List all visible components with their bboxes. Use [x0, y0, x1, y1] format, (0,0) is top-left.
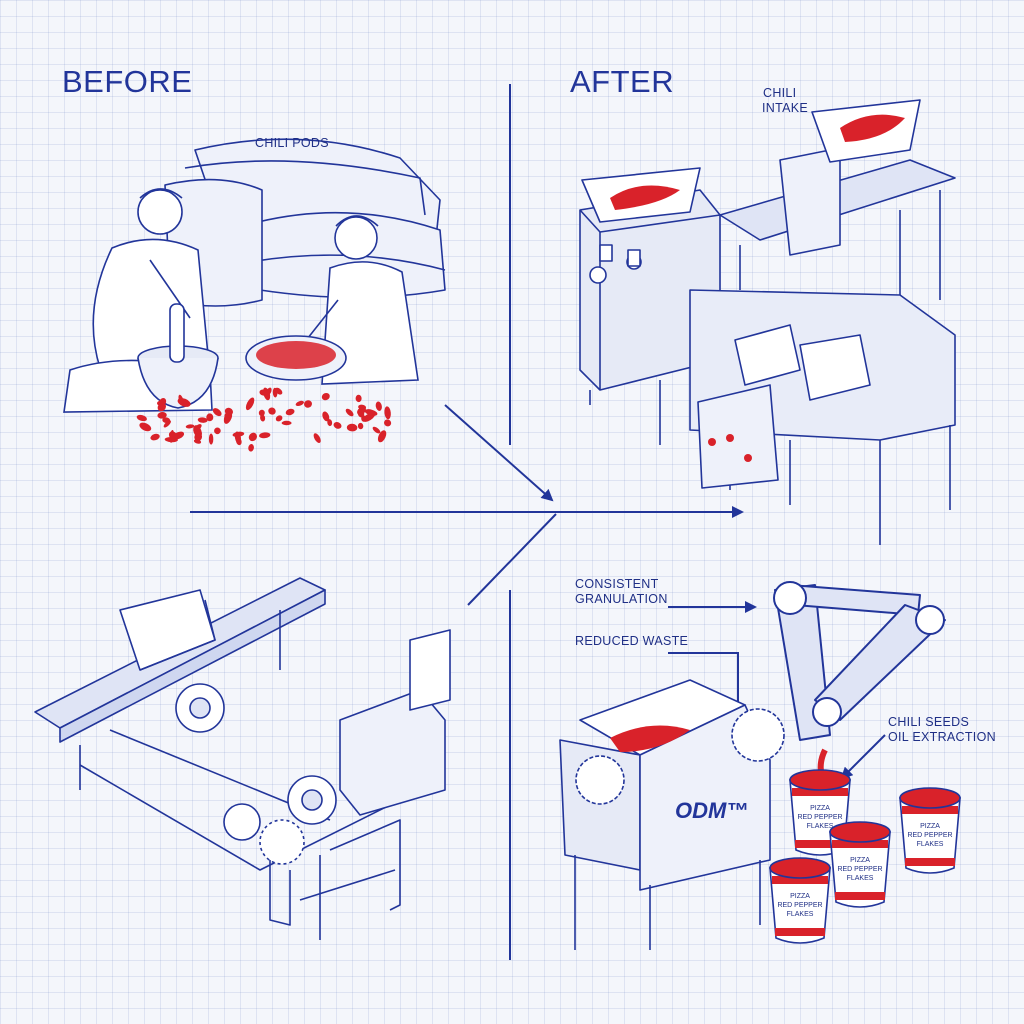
odm-brand-text: ODM™: [675, 798, 748, 823]
consistent-label-1: CONSISTENT: [575, 577, 659, 591]
chili-flake: [377, 430, 387, 443]
cup-label-line: RED PEPPER: [837, 866, 882, 873]
cup-label-line: PIZZA: [920, 823, 940, 830]
old-conveyor-machine: [34, 577, 451, 940]
chili-flake: [248, 444, 254, 452]
chili-flake: [372, 426, 381, 434]
chili-flake: [212, 408, 222, 417]
mortar-icon: [137, 303, 219, 409]
chili-flake: [333, 422, 342, 429]
chili-intake-label-1: CHILI: [763, 86, 797, 100]
chili-flake: [168, 431, 179, 442]
chili-flake: [193, 425, 202, 438]
diag-arrow-bottom-icon: [467, 513, 557, 606]
chili-flake: [139, 422, 152, 432]
diag-arrow-top-icon: [444, 404, 554, 502]
chili-flake: [258, 409, 265, 417]
chili-flake: [245, 397, 255, 411]
reduced-waste-label: REDUCED WASTE: [575, 634, 689, 648]
cup-label-line: PIZZA: [790, 893, 810, 900]
chili-flake: [162, 417, 171, 424]
chili-flake: [327, 419, 333, 427]
chili-flake: [361, 415, 366, 422]
chili-flake: [236, 437, 242, 446]
chili-flake: [272, 387, 278, 398]
cup-label-line: PIZZA: [850, 857, 870, 864]
cup-label-line: RED PEPPER: [797, 814, 842, 821]
cup-label-line: FLAKES: [917, 841, 944, 848]
robot-arm-icon: [773, 581, 946, 741]
oil-extraction-label: OIL EXTRACTION: [888, 730, 996, 744]
chili-flake: [375, 401, 382, 411]
pizza-flakes-cup: PIZZA RED PEPPER FLAKES: [899, 787, 961, 874]
chili-flake: [208, 433, 214, 445]
cup-label-line: RED PEPPER: [777, 902, 822, 909]
chili-flake: [206, 413, 214, 422]
cup-label-line: FLAKES: [807, 823, 834, 830]
chili-flake: [345, 408, 354, 417]
after-heading: AFTER: [570, 64, 675, 99]
product-cups: PIZZA RED PEPPER FLAKES PIZZA RED PEPPER FLAK…: [769, 769, 961, 944]
chili-flake: [384, 419, 392, 427]
intake-chilies: [610, 114, 905, 462]
chili-flake: [364, 409, 378, 416]
production-line: [579, 99, 956, 545]
cup-label-line: RED PEPPER: [907, 832, 952, 839]
pizza-flakes-cup: PIZZA RED PEPPER FLAKES: [829, 821, 891, 908]
chili-seeds-label: CHILI SEEDS: [888, 715, 970, 729]
cup-label-line: FLAKES: [847, 875, 874, 882]
odm-hopper-chilies: [610, 725, 690, 752]
chili-flake: [248, 432, 258, 442]
before-heading: BEFORE: [62, 64, 193, 99]
chili-flake: [384, 406, 391, 420]
chili-flake: [265, 387, 272, 397]
chili-flake: [197, 417, 208, 423]
worker-right: [299, 215, 419, 385]
chili-flake: [346, 423, 358, 432]
cup-label-line: FLAKES: [787, 911, 814, 918]
sieve-icon: [245, 335, 347, 381]
chili-flake: [260, 414, 266, 422]
chili-pile-before: [136, 387, 392, 452]
chili-flake: [178, 394, 184, 406]
chili-flake: [358, 404, 367, 410]
cup-label-line: PIZZA: [810, 805, 830, 812]
chili-flake: [214, 427, 221, 435]
chili-flake: [313, 433, 321, 443]
chili-pods-label: CHILI PODS: [255, 136, 329, 150]
chili-flake: [275, 415, 283, 422]
chili-flake: [304, 400, 312, 408]
chili-flake: [157, 402, 166, 412]
chili-intake-label-2: INTAKE: [762, 101, 809, 115]
odm-grinder: [559, 679, 785, 950]
chili-flake: [150, 433, 160, 441]
consistent-label-2: GRANULATION: [575, 592, 668, 606]
waste-leader-line: [668, 652, 739, 720]
chili-flake: [295, 400, 304, 406]
chili-flake: [259, 389, 268, 396]
chili-flake: [322, 411, 330, 422]
chili-flake: [281, 420, 292, 426]
chili-flake: [185, 424, 195, 429]
chili-flake: [136, 414, 147, 422]
pizza-flakes-cup: PIZZA RED PEPPER FLAKES: [769, 857, 831, 944]
chili-flake: [321, 392, 330, 401]
chili-flake: [355, 394, 362, 403]
chili-flake: [259, 432, 271, 439]
chili-flake: [268, 407, 276, 415]
chili-flake: [357, 422, 364, 430]
chili-flake: [157, 411, 167, 419]
chili-flake: [223, 410, 233, 424]
chili-flake: [285, 408, 295, 416]
seeds-arrow-icon: [840, 734, 886, 780]
